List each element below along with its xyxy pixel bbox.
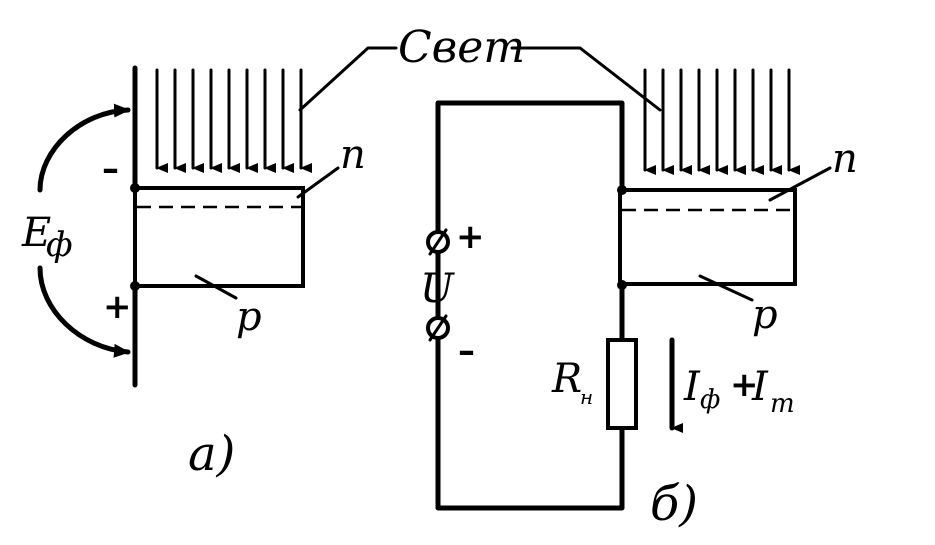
ef-arrow-top <box>37 103 131 193</box>
ef-subscript: ф <box>46 225 73 265</box>
circuit-wire-bottom <box>435 335 625 511</box>
current-label-i1: I <box>683 364 701 410</box>
ef-label: E <box>21 210 51 256</box>
ef-arrow-bottom <box>37 265 131 358</box>
load-resistor <box>606 338 638 430</box>
plus-sign-u: + <box>456 217 485 257</box>
light-leader-b <box>510 46 662 112</box>
circuit-wire-top <box>435 100 625 235</box>
panel-a: E ф – + п р а) <box>21 65 366 482</box>
terminal-plus <box>426 228 450 256</box>
plus-sign-a: + <box>103 287 132 327</box>
minus-sign-a: – <box>102 149 119 189</box>
p-label-b: р <box>752 292 778 338</box>
diode-a-body <box>133 186 305 288</box>
n-label-a: п <box>340 132 366 178</box>
resistor-subscript: н <box>580 385 593 409</box>
current-plus: + <box>730 365 759 405</box>
current-label-i2: I <box>751 364 769 410</box>
panel-b: + – U R н I ф + I т п р б) <box>420 68 858 532</box>
diode-b-body <box>618 188 797 286</box>
light-rays-b <box>643 68 800 175</box>
p-leader-a <box>194 274 238 300</box>
terminal-minus <box>426 314 450 342</box>
light-label: Свет <box>398 22 525 73</box>
light-leader-a <box>298 46 398 112</box>
voltage-label: U <box>420 266 455 312</box>
caption-b: б) <box>650 476 698 532</box>
current-subscript-1: ф <box>700 385 720 415</box>
p-label-a: р <box>236 294 262 340</box>
caption-a: а) <box>188 426 235 482</box>
n-leader-b <box>768 166 832 202</box>
n-label-b: п <box>832 136 858 182</box>
current-subscript-2: т <box>770 389 795 419</box>
light-rays-a <box>155 68 312 173</box>
p-leader-b <box>698 274 754 302</box>
n-leader-a <box>296 166 340 199</box>
minus-sign-u: – <box>458 331 475 371</box>
resistor-label: R <box>551 356 582 402</box>
